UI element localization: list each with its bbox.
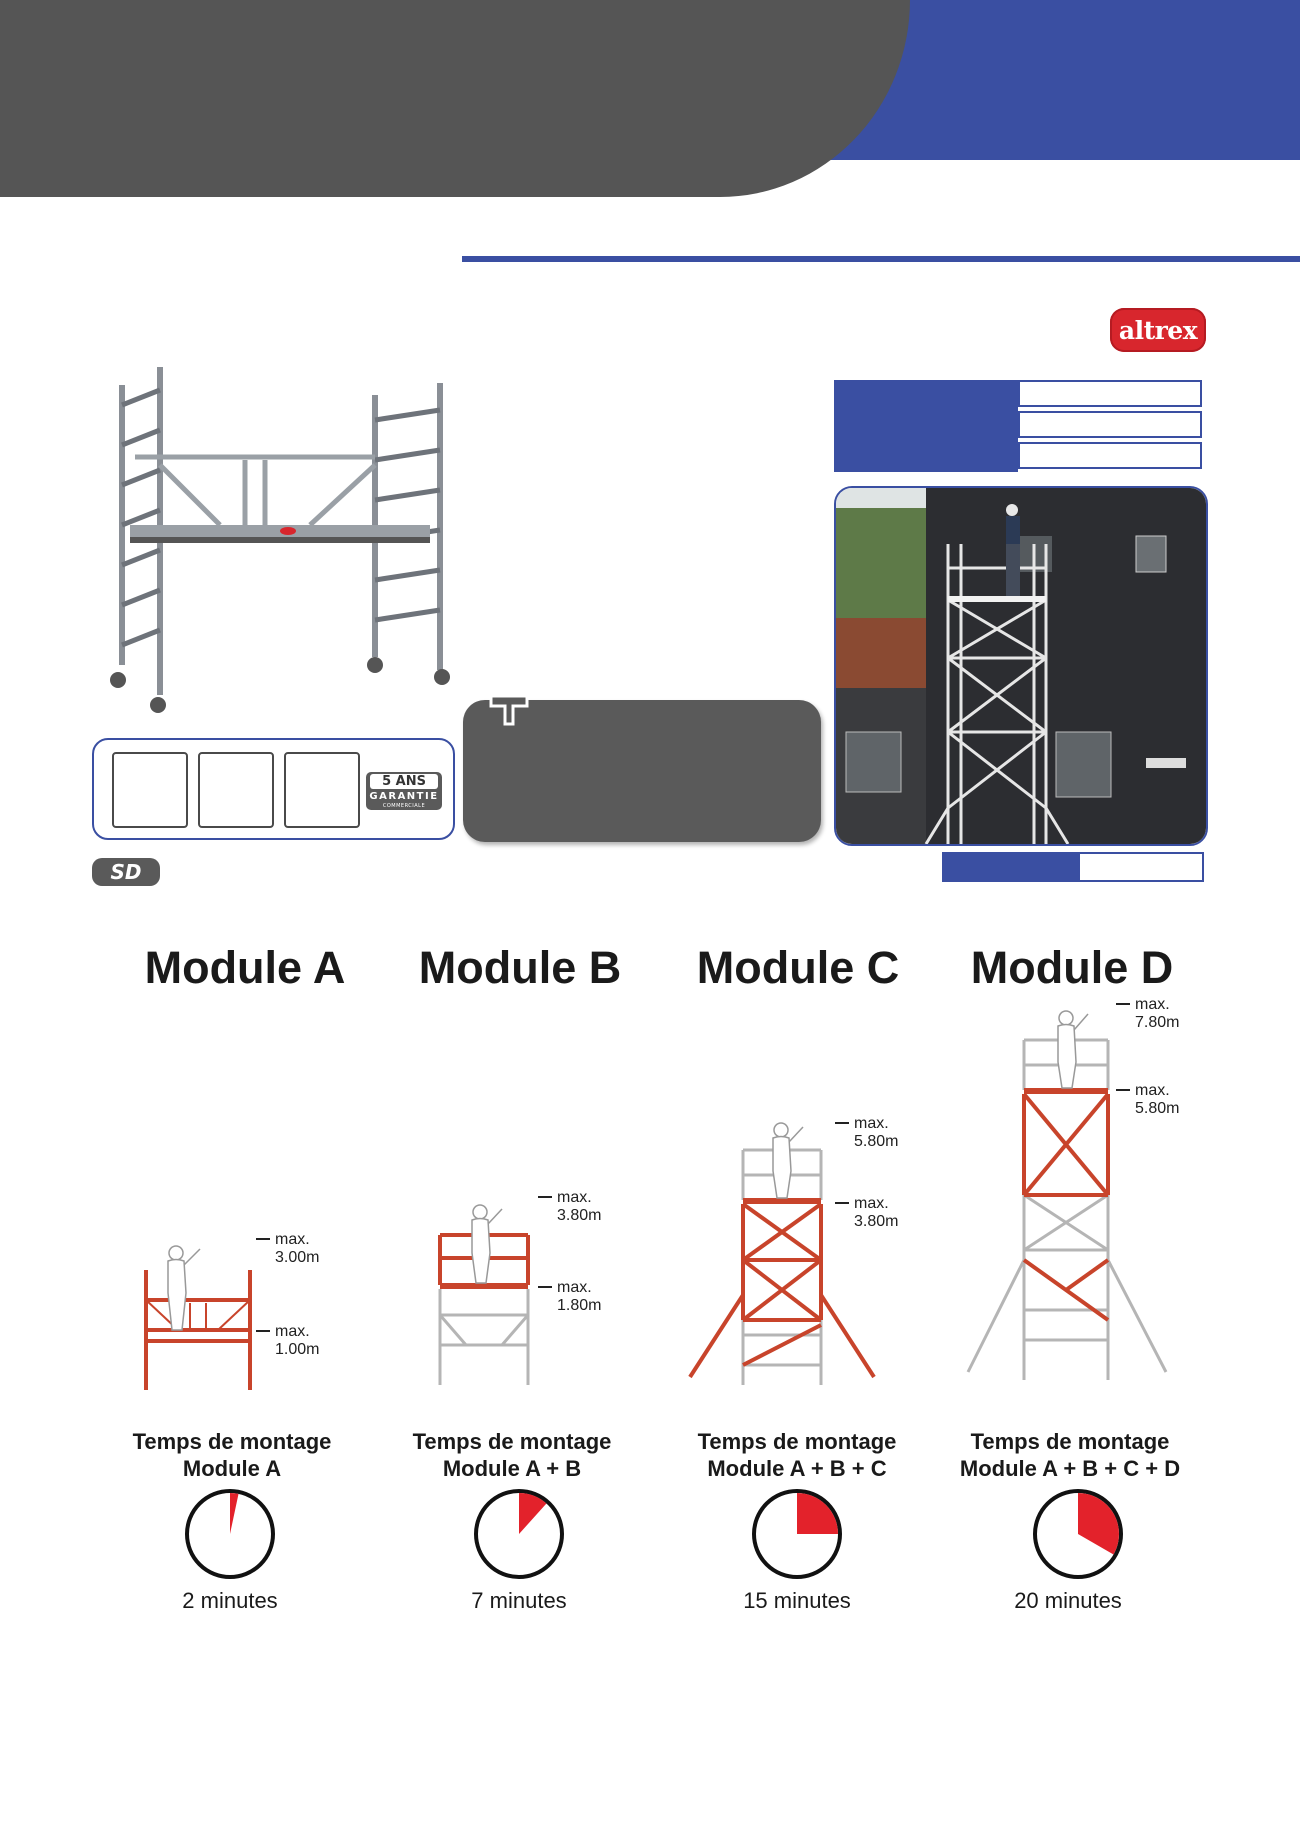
time-pie-slice (519, 1493, 547, 1534)
height-value: 5.80m (854, 1133, 898, 1150)
mount-module-label: Module A + B + C + D (959, 1456, 1181, 1481)
section-divider (462, 256, 1300, 262)
mount-time-label: Temps de montage (697, 1429, 897, 1454)
mount-time-a: Temps de montage Module A (92, 1428, 372, 1482)
time-pie-slice (1078, 1493, 1120, 1555)
building-scene (836, 488, 1206, 844)
header-dark-banner (0, 0, 910, 197)
height-label: max. (854, 1115, 889, 1132)
feature-icon-1 (112, 752, 188, 828)
warranty-years: 5 ANS (370, 774, 438, 789)
height-label: max. (1135, 996, 1170, 1013)
time-value-d: 20 minutes (1014, 1588, 1122, 1613)
mount-time-label: Temps de montage (412, 1429, 612, 1454)
height-value: 3.80m (557, 1207, 601, 1224)
module-b-tower: max. 3.80m max. 1.80m (438, 1189, 601, 1385)
mount-module-label: Module A (182, 1456, 282, 1481)
mount-module-label: Module A + B + C (707, 1456, 887, 1481)
spec-cell (1018, 380, 1202, 407)
module-d-title: Module D (970, 942, 1174, 993)
spec-table-header (834, 380, 1018, 472)
feature-icons-box: 5 ANS GARANTIE COMMERCIALE (92, 738, 455, 840)
advantages-box (463, 700, 821, 842)
height-value: 3.80m (854, 1213, 898, 1230)
product-photo (110, 367, 450, 713)
price-bar-label (944, 854, 1080, 880)
module-c-tower: max. 5.80m max. 3.80m (688, 1115, 898, 1385)
plus-icon (489, 694, 529, 726)
time-value-c: 15 minutes (743, 1588, 851, 1613)
module-a-title: Module A (144, 942, 346, 993)
time-pie-slice (230, 1493, 239, 1534)
feature-icon-3 (284, 752, 360, 828)
clock-icon (185, 1489, 275, 1579)
height-value: 7.80m (1135, 1014, 1179, 1031)
time-pie-slice (797, 1493, 838, 1534)
usage-photo (834, 486, 1208, 846)
spec-cell (1018, 442, 1202, 469)
warranty-label: GARANTIE (369, 791, 439, 802)
height-value: 3.00m (275, 1249, 319, 1266)
warranty-sublabel: COMMERCIALE (382, 803, 426, 809)
module-d-tower: max. 7.80m max. 5.80m (966, 996, 1179, 1380)
feature-icon-2 (198, 752, 274, 828)
module-c-title: Module C (696, 942, 900, 993)
height-value: 1.00m (275, 1341, 319, 1358)
height-label: max. (275, 1231, 310, 1248)
height-label: max. (557, 1279, 592, 1296)
mount-time-label: Temps de montage (970, 1429, 1170, 1454)
mount-module-label: Module A + B (442, 1456, 582, 1481)
clock-icon (752, 1489, 842, 1579)
module-a-tower: max. 3.00m max. 1.00m (144, 1231, 319, 1390)
module-b-title: Module B (418, 942, 622, 993)
height-label: max. (275, 1323, 310, 1340)
spec-cell (1018, 411, 1202, 438)
height-value: 5.80m (1135, 1100, 1179, 1117)
mount-time-c: Temps de montage Module A + B + C (657, 1428, 937, 1482)
clock-icon (474, 1489, 564, 1579)
height-label: max. (1135, 1082, 1170, 1099)
time-value-b: 7 minutes (471, 1588, 567, 1613)
warranty-badge: 5 ANS GARANTIE COMMERCIALE (366, 772, 442, 810)
height-value: 1.80m (557, 1297, 601, 1314)
model-badge: SD (92, 858, 160, 886)
mount-time-b: Temps de montage Module A + B (372, 1428, 652, 1482)
altrex-logo: altrex (1110, 308, 1206, 352)
height-label: max. (854, 1195, 889, 1212)
clock-icon (1033, 1489, 1123, 1579)
time-value-a: 2 minutes (182, 1588, 278, 1613)
mount-time-d: Temps de montage Module A + B + C + D (930, 1428, 1210, 1482)
height-label: max. (557, 1189, 592, 1206)
price-bar (942, 852, 1204, 882)
mount-time-label: Temps de montage (132, 1429, 332, 1454)
spec-table (834, 380, 1206, 472)
